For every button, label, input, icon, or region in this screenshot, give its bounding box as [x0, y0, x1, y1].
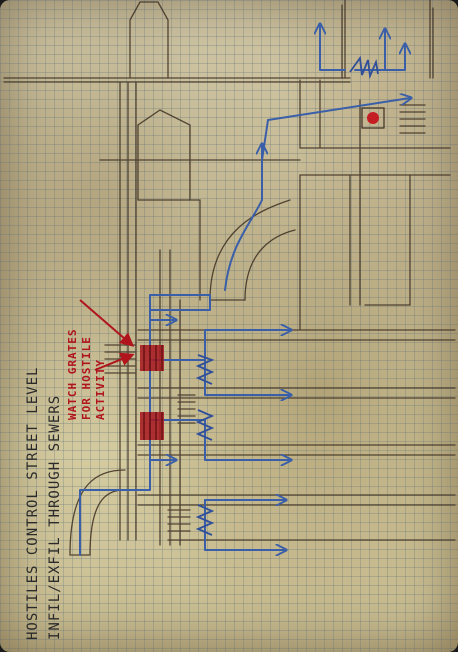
grate-warning-line-1: WATCH GRATES	[66, 328, 79, 420]
route-left-up	[149, 320, 175, 331]
intel-note: HOSTILES CONTROL STREET LEVEL INFIL/EXFI…	[22, 367, 66, 640]
route-up	[261, 98, 410, 161]
building-outlines	[3, 0, 456, 556]
route-mid	[149, 330, 290, 361]
route-branch-top-b	[320, 25, 346, 71]
grate-markers	[140, 345, 164, 440]
grate-icon	[140, 345, 164, 371]
route-branch-top	[354, 30, 385, 71]
sewer-access-scribbles	[195, 55, 379, 536]
infil-routes	[79, 25, 410, 556]
route-low	[204, 499, 285, 550]
route-curve	[224, 145, 262, 291]
grate-warning-line-3: ACTIVITY	[94, 359, 107, 420]
objective-marker-icon	[361, 107, 385, 129]
route-mid-b	[204, 359, 290, 395]
grate-warning-line-2: FOR HOSTILE	[80, 336, 93, 420]
warning-arrows	[79, 299, 135, 371]
route-branch-top-c	[384, 45, 405, 71]
route-main	[79, 294, 211, 556]
arrow-icon	[79, 299, 135, 347]
grate-icon	[140, 412, 164, 440]
route-mid-c	[149, 419, 290, 460]
intel-note-line-1: HOSTILES CONTROL STREET LEVEL	[25, 366, 41, 640]
grate-warning-note: WATCH GRATES FOR HOSTILE ACTIVITY	[66, 329, 108, 420]
arrow-icon	[94, 352, 135, 371]
intel-note-line-2: INFIL/EXFIL THROUGH SEWERS	[47, 394, 63, 640]
